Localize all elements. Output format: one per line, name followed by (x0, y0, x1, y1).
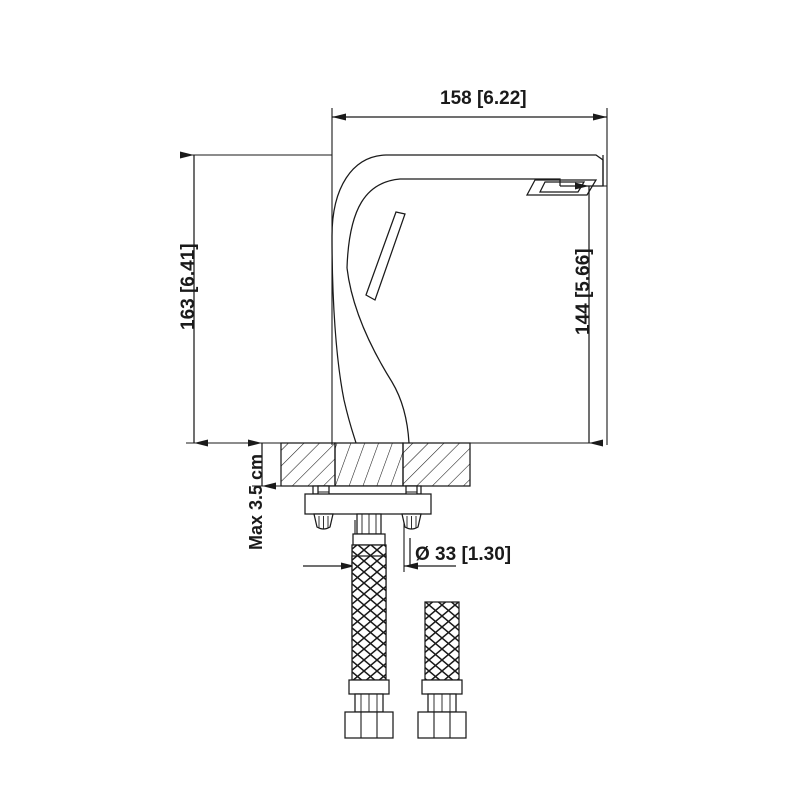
thumb-nut-knurl (318, 516, 417, 529)
dim-label-overall-height: 163 [6.41] (178, 243, 199, 330)
spout-outer-profile (331, 154, 604, 237)
faucet-spout (331, 154, 604, 269)
supply-hose-short (417, 601, 467, 739)
lever-handle (365, 211, 406, 301)
clamping-plate (304, 493, 432, 515)
lever-body (365, 211, 406, 301)
countertop-section (280, 442, 471, 487)
dim-label-overall-width: 158 [6.22] (440, 88, 527, 109)
hose-short-braid (424, 601, 460, 681)
body-left-profile (331, 235, 357, 444)
hose-short-ferrule (421, 679, 463, 695)
dim-label-spout-height: 144 [5.66] (573, 248, 594, 335)
hose-long-ferrule (348, 679, 390, 695)
shank-upper-lines (361, 514, 377, 534)
hose-long-nut-facets (360, 712, 378, 738)
aerator-housing (525, 179, 598, 196)
shank-collar (352, 533, 386, 546)
supply-hose-long (344, 544, 394, 739)
dim-label-shank-diameter: Ø 33 [1.30] (415, 544, 512, 565)
aerator-insert (538, 181, 586, 193)
hose-short-nut (417, 711, 467, 739)
hose-long-neck-lines (360, 694, 378, 712)
hose-long-braid-lower (351, 555, 387, 681)
dim-label-max-deck-thickness: Max 3.5 cm (246, 453, 266, 550)
deck-middle-block (334, 442, 404, 487)
hose-long-nut (344, 711, 394, 739)
deck-right-block (402, 442, 471, 487)
dimension-lines (180, 113, 607, 570)
hose-short-neck-lines (433, 694, 451, 712)
deck-left-block (280, 442, 336, 487)
faucet-body (331, 235, 410, 444)
hose-short-nut-facets (433, 712, 451, 738)
spout-inner-profile (346, 178, 561, 269)
body-right-profile (346, 267, 410, 444)
mounting-hardware (304, 485, 432, 546)
